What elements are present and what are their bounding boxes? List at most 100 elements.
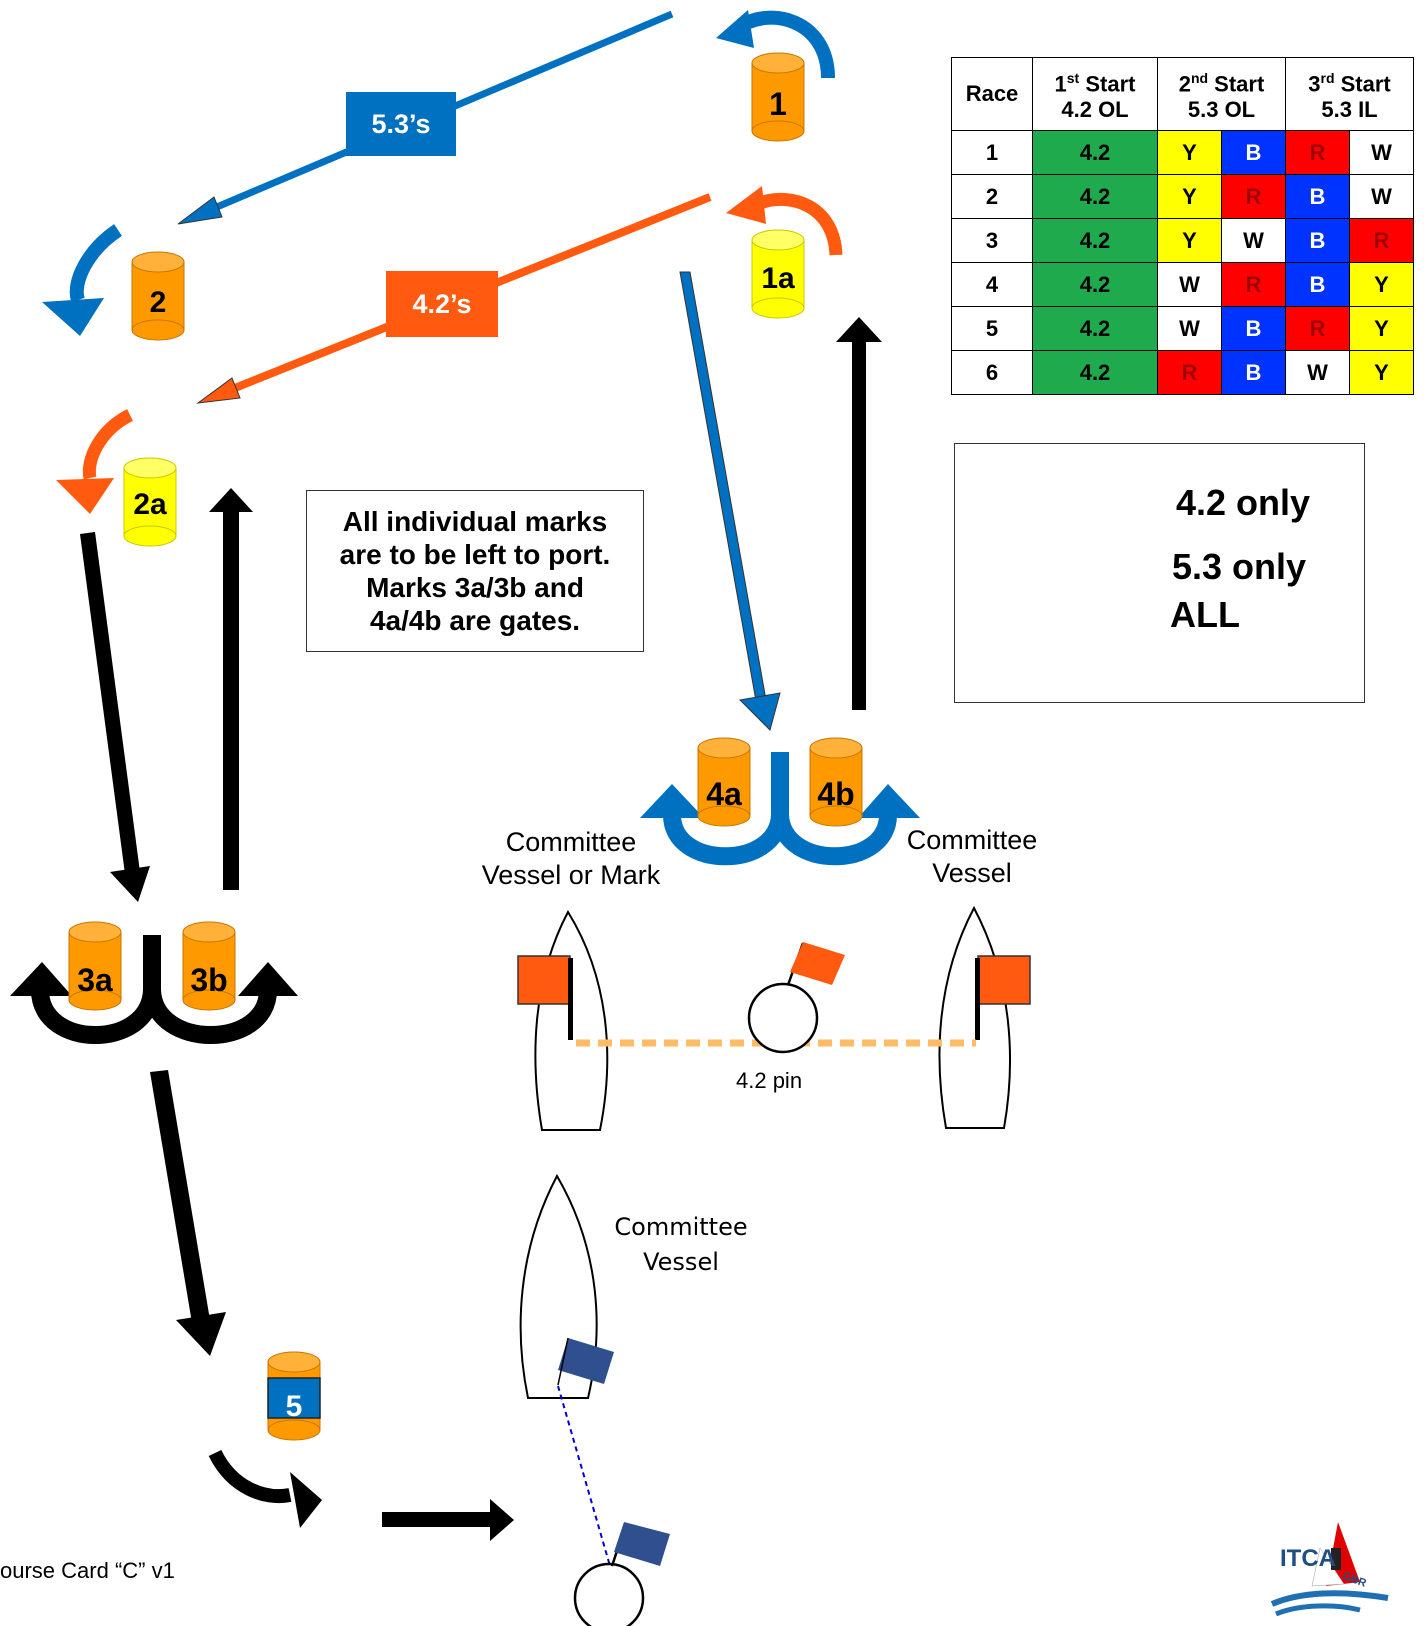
third-start-flag-a: B xyxy=(1285,174,1350,219)
black-arrow-up-to-2a xyxy=(209,488,253,890)
note-line-1: All individual marks xyxy=(342,506,608,537)
race-table: Race 1st Start 4.2 OL 2nd Start 5.3 OL 3… xyxy=(951,57,1414,395)
second-start-flag-a: Y xyxy=(1157,174,1222,219)
header-second-word: Start xyxy=(1214,71,1265,97)
race-number-cell: 3 xyxy=(951,218,1033,263)
second-start-flag-a: W xyxy=(1157,306,1222,351)
left-vessel-label: Committee Vessel or Mark xyxy=(466,826,676,892)
mark-4b xyxy=(809,737,863,827)
mark-3a xyxy=(68,921,122,1011)
black-leg-gate-3-to-5 xyxy=(150,1070,226,1356)
race-table-header: Race 1st Start 4.2 OL 2nd Start 5.3 OL 3… xyxy=(951,57,1414,131)
first-start-cell: 4.2 xyxy=(1032,174,1158,219)
finish-vessel-line-1: Committee xyxy=(614,1213,748,1241)
header-second-ordinal: 2 xyxy=(1178,71,1191,97)
third-start-flag-b: W xyxy=(1349,174,1414,219)
finish-line xyxy=(557,1385,611,1567)
race-number-cell: 1 xyxy=(951,130,1033,175)
first-start-cell: 4.2 xyxy=(1032,350,1158,395)
third-start-flag-b: R xyxy=(1349,218,1414,263)
course-card-label: ourse Card “C” v1 xyxy=(0,1558,175,1583)
course-label-42-text: 4.2’s xyxy=(412,288,472,319)
logo-text: ITCA xyxy=(1280,1545,1336,1572)
mark-1-label: 1 xyxy=(769,86,787,122)
header-third-class: 5.3 IL xyxy=(1321,97,1378,123)
second-start-flag-b: R xyxy=(1221,174,1286,219)
right-vessel-label: Committee Vessel xyxy=(892,824,1052,890)
instruction-note: All individual marks are to be left to p… xyxy=(306,490,644,652)
orange-rounding-arrow-2a xyxy=(56,409,134,514)
header-third-start: 3rd Start 5.3 IL xyxy=(1285,57,1414,131)
second-start-flag-a: R xyxy=(1157,350,1222,395)
race-number-cell: 5 xyxy=(951,306,1033,351)
note-line-2: are to be left to port. xyxy=(339,539,611,570)
gate-4-arrows xyxy=(640,752,920,866)
second-start-flag-b: R xyxy=(1221,262,1286,307)
mark-2a-label: 2a xyxy=(133,488,167,521)
note-line-3: Marks 3a/3b and xyxy=(366,572,584,603)
third-start-flag-a: B xyxy=(1285,218,1350,263)
left-vessel-line-1: Committee xyxy=(505,827,637,857)
header-race: Race xyxy=(951,57,1033,131)
first-start-cell: 4.2 xyxy=(1032,262,1158,307)
header-second-class: 5.3 OL xyxy=(1187,97,1256,123)
second-start-flag-b: W xyxy=(1221,218,1286,263)
race-number-cell: 6 xyxy=(951,350,1033,395)
mark-2a xyxy=(123,457,177,547)
mark-2-label: 2 xyxy=(149,286,167,319)
header-first-start: 1st Start 4.2 OL xyxy=(1032,57,1158,131)
race-number-cell: 4 xyxy=(951,262,1033,307)
gate-3-arrows xyxy=(10,935,298,1044)
finish-committee-vessel xyxy=(519,1173,614,1399)
pin-buoy xyxy=(747,942,845,1054)
third-start-flag-a: R xyxy=(1285,130,1350,175)
header-second-start: 2nd Start 5.3 OL xyxy=(1157,57,1286,131)
second-start-flag-b: B xyxy=(1221,350,1286,395)
third-start-flag-b: W xyxy=(1349,130,1414,175)
legend-black-label: ALL xyxy=(1170,594,1240,635)
header-first-class: 4.2 OL xyxy=(1061,97,1129,123)
second-start-flag-a: Y xyxy=(1157,218,1222,263)
right-vessel-line-2: Vessel xyxy=(932,858,1012,888)
mark-4a-label: 4a xyxy=(706,776,742,812)
mark-5 xyxy=(267,1351,321,1441)
second-start-flag-a: Y xyxy=(1157,130,1222,175)
legend-blue-label: 5.3 only xyxy=(1172,546,1307,587)
legend-orange-label: 4.2 only xyxy=(1176,482,1311,523)
header-first-word: Start xyxy=(1085,71,1136,97)
third-start-flag-b: Y xyxy=(1349,262,1414,307)
mark-1a xyxy=(751,229,805,319)
third-start-flag-a: W xyxy=(1285,350,1350,395)
third-start-flag-a: R xyxy=(1285,306,1350,351)
orange-rounding-arrow-1a xyxy=(726,186,843,256)
finish-vessel-line-2: Vessel xyxy=(643,1248,719,1276)
mark-3a-label: 3a xyxy=(77,962,113,998)
right-vessel-line-1: Committee xyxy=(906,825,1038,855)
second-start-flag-a: W xyxy=(1157,262,1222,307)
left-vessel-line-2: Vessel or Mark xyxy=(481,860,661,890)
course-label-53-text: 5.3’s xyxy=(371,108,431,139)
right-committee-vessel xyxy=(938,905,1031,1129)
finish-buoy xyxy=(573,1522,670,1626)
blue-rounding-arrow-1 xyxy=(716,10,835,79)
second-start-flag-b: B xyxy=(1221,130,1286,175)
header-first-ordinal: 1 xyxy=(1054,71,1067,97)
black-leg-2a-to-gate-3 xyxy=(80,532,150,902)
first-start-cell: 4.2 xyxy=(1032,218,1158,263)
mark-1a-label: 1a xyxy=(761,262,795,295)
header-third-sup: rd xyxy=(1320,69,1335,86)
first-start-cell: 4.2 xyxy=(1032,306,1158,351)
third-start-flag-b: Y xyxy=(1349,306,1414,351)
mark-4b-label: 4b xyxy=(817,776,855,812)
course-label-42: 4.2’s xyxy=(386,271,498,337)
first-start-cell: 4.2 xyxy=(1032,130,1158,175)
mark-5-label: 5 xyxy=(285,1390,303,1423)
pin-label: 4.2 pin xyxy=(736,1068,803,1093)
black-arrow-up-from-gate-4 xyxy=(836,317,882,710)
